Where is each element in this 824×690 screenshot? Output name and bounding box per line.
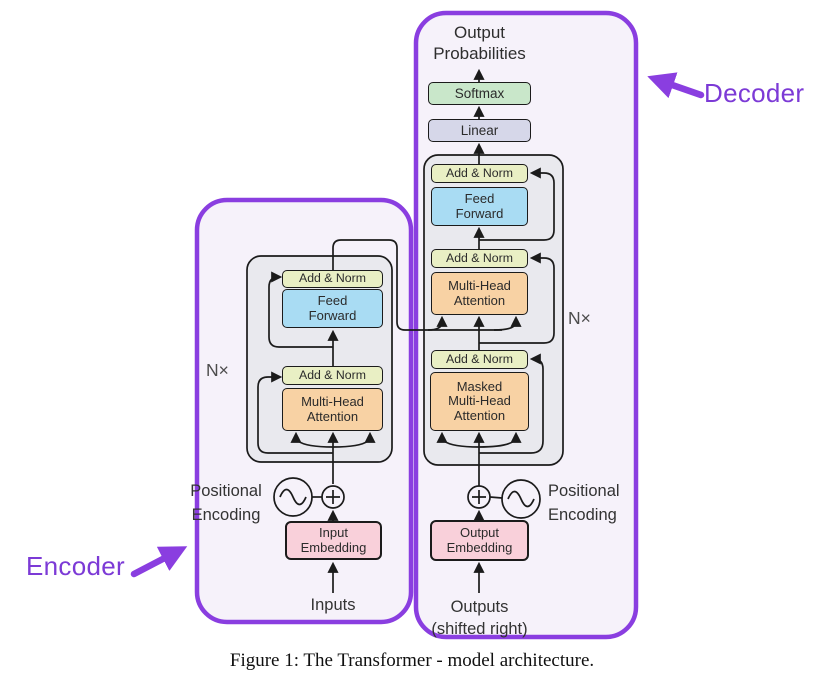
decoder-add-norm-mid-box: Add & Norm	[431, 249, 528, 268]
encoder-positional-encoding-label: Positional Encoding	[190, 482, 262, 524]
linear-box: Linear	[428, 119, 531, 142]
encoder-callout-label: Encoder	[26, 551, 125, 581]
decoder-add-norm-bottom-box: Add & Norm	[431, 350, 528, 369]
encoder-multi-head-attention-box: Multi-Head Attention	[282, 388, 383, 431]
output-probabilities-label: Output Probabilities	[433, 23, 526, 63]
masked-multi-head-attention-box: Masked Multi-Head Attention	[430, 372, 529, 431]
softmax-box: Softmax	[428, 82, 531, 105]
inputs-label: Inputs	[310, 596, 356, 614]
figure-caption: Figure 1: The Transformer - model archit…	[229, 650, 595, 671]
encoder-nx-label: N×	[206, 360, 229, 380]
callout-arrows	[130, 72, 705, 578]
decoder-add-norm-top-box: Add & Norm	[431, 164, 528, 183]
input-embedding-box: Input Embedding	[285, 521, 382, 560]
decoder-feed-forward-box: Feed Forward	[431, 187, 528, 226]
output-embedding-box: Output Embedding	[430, 520, 529, 561]
outputs-label: Outputs (shifted right)	[431, 598, 528, 638]
encoder-plus-circle-icon	[321, 485, 345, 509]
decoder-plus-circle-icon	[467, 485, 491, 509]
decoder-nx-label: N×	[568, 308, 591, 328]
decoder-multi-head-attention-box: Multi-Head Attention	[431, 272, 528, 315]
connection-arrows	[257, 68, 555, 593]
encoder-add-norm-bottom-box: Add & Norm	[282, 366, 383, 385]
encoder-add-norm-top-box: Add & Norm	[282, 270, 383, 288]
encoder-feed-forward-box: Feed Forward	[282, 289, 383, 328]
decoder-callout-arrow-icon	[647, 72, 705, 99]
encoder-callout-arrow-icon	[130, 546, 188, 578]
decoder-sine-wave-icon	[501, 479, 541, 519]
decoder-positional-encoding-label: Positional Encoding	[548, 482, 620, 524]
decoder-callout-label: Decoder	[704, 78, 805, 108]
encoder-sine-wave-icon	[273, 477, 313, 517]
